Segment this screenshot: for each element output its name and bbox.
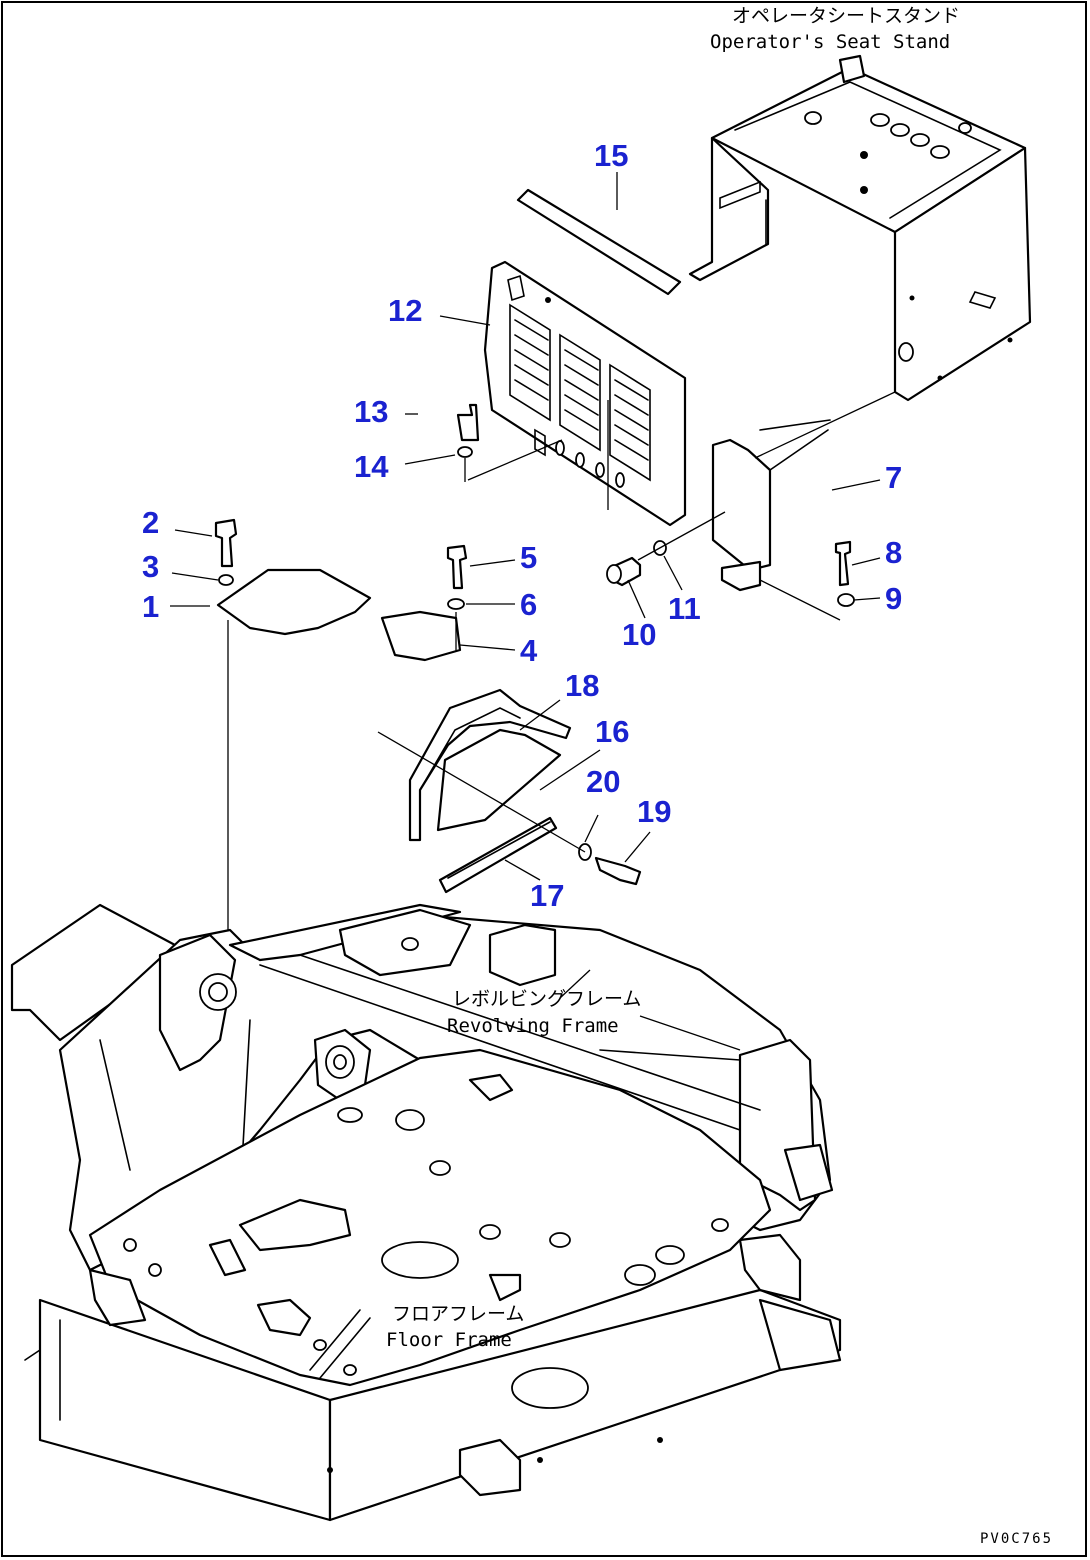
callout-4: 4: [520, 633, 538, 668]
callout-11: 11: [668, 591, 701, 626]
leader-18: [519, 699, 561, 731]
seat-stand-label-en: Operator's Seat Stand: [710, 31, 950, 53]
callout-16: 16: [595, 714, 629, 749]
leader-14: [404, 454, 456, 465]
seat-stand-label: オペレータシートスタンド Operator's Seat Stand: [710, 5, 960, 53]
part-5-bolt: [446, 544, 468, 590]
callout-5: 5: [520, 540, 537, 575]
callout-2: 2: [142, 505, 159, 540]
part-14-washer: [457, 446, 473, 458]
revolving-label-leader-2: [559, 969, 591, 999]
leader-2: [174, 529, 213, 537]
seat-stand-label-jp: オペレータシートスタンド: [732, 5, 960, 27]
part-16-plate: [436, 728, 562, 832]
part-19-bolt: [594, 856, 642, 886]
leader-20: [584, 814, 599, 843]
revolving-frame-label: レボルビングフレーム Revolving Frame: [447, 988, 641, 1037]
drawing-code: PV0C765: [980, 1531, 1053, 1547]
callout-7: 7: [885, 460, 902, 495]
part-1-cover: [216, 568, 372, 636]
leader-5: [469, 559, 516, 567]
leader-16-axis: [377, 731, 586, 853]
callout-1: 1: [142, 589, 159, 624]
callout-15: 15: [594, 138, 628, 173]
callout-9: 9: [885, 581, 902, 616]
callout-8: 8: [885, 535, 902, 570]
callout-3: 3: [142, 549, 159, 584]
floor-frame-label: フロアフレーム Floor Frame: [386, 1303, 524, 1351]
revolving-label-leader: [639, 1015, 741, 1051]
part-6-washer: [447, 598, 465, 610]
leader-11: [663, 555, 683, 591]
leader-19: [624, 831, 651, 863]
part-9-washer: [837, 593, 855, 607]
callout-13: 13: [354, 394, 388, 429]
leader-7-8: [759, 579, 841, 621]
leader-4: [459, 644, 516, 651]
callout-17: 17: [530, 878, 564, 913]
floor-label-jp: フロアフレーム: [392, 1303, 524, 1325]
part-2-bolt: [214, 518, 238, 568]
callout-20: 20: [586, 764, 620, 799]
callout-18: 18: [565, 668, 599, 703]
operator-seat-stand: [688, 54, 1032, 402]
part-13-bolt: [456, 403, 480, 442]
part-18-seal: [408, 688, 572, 842]
leader-8: [851, 557, 881, 566]
leader-9: [853, 597, 881, 601]
revolving-label-jp: レボルビングフレーム: [452, 988, 641, 1010]
callout-12: 12: [388, 293, 422, 328]
leader-7-frame: [754, 391, 896, 459]
callout-14: 14: [354, 449, 389, 484]
leader-7: [831, 479, 881, 491]
part-8-bolt: [834, 540, 852, 587]
callouts: 1 2 3 4 5 6 7 8 9 10 11 12 13 14 15 16 1…: [142, 138, 902, 913]
leader-3: [171, 572, 219, 581]
leader-16: [539, 749, 601, 791]
leader-10-11: [637, 511, 726, 561]
part-10-grommet: [606, 556, 642, 587]
part-17-rail: [438, 816, 558, 894]
part-15-strip: [516, 188, 682, 296]
leader-12: [439, 315, 491, 326]
floor-frame: [88, 1048, 772, 1387]
part-4-plate: [380, 610, 462, 662]
leader-14-to-12: [467, 439, 563, 481]
callout-6: 6: [520, 587, 537, 622]
leader-17: [504, 859, 541, 881]
part-3-washer: [218, 574, 234, 586]
callout-10: 10: [622, 617, 656, 652]
revolving-frame: [10, 903, 842, 1522]
leader-10: [627, 579, 646, 619]
part-7-bracket: [711, 419, 831, 592]
callout-19: 19: [637, 794, 671, 829]
frame-bottom-details: [24, 1268, 663, 1497]
revolving-label-en: Revolving Frame: [447, 1015, 619, 1037]
floor-label-en: Floor Frame: [386, 1329, 512, 1351]
part-12-cover: [483, 260, 687, 527]
